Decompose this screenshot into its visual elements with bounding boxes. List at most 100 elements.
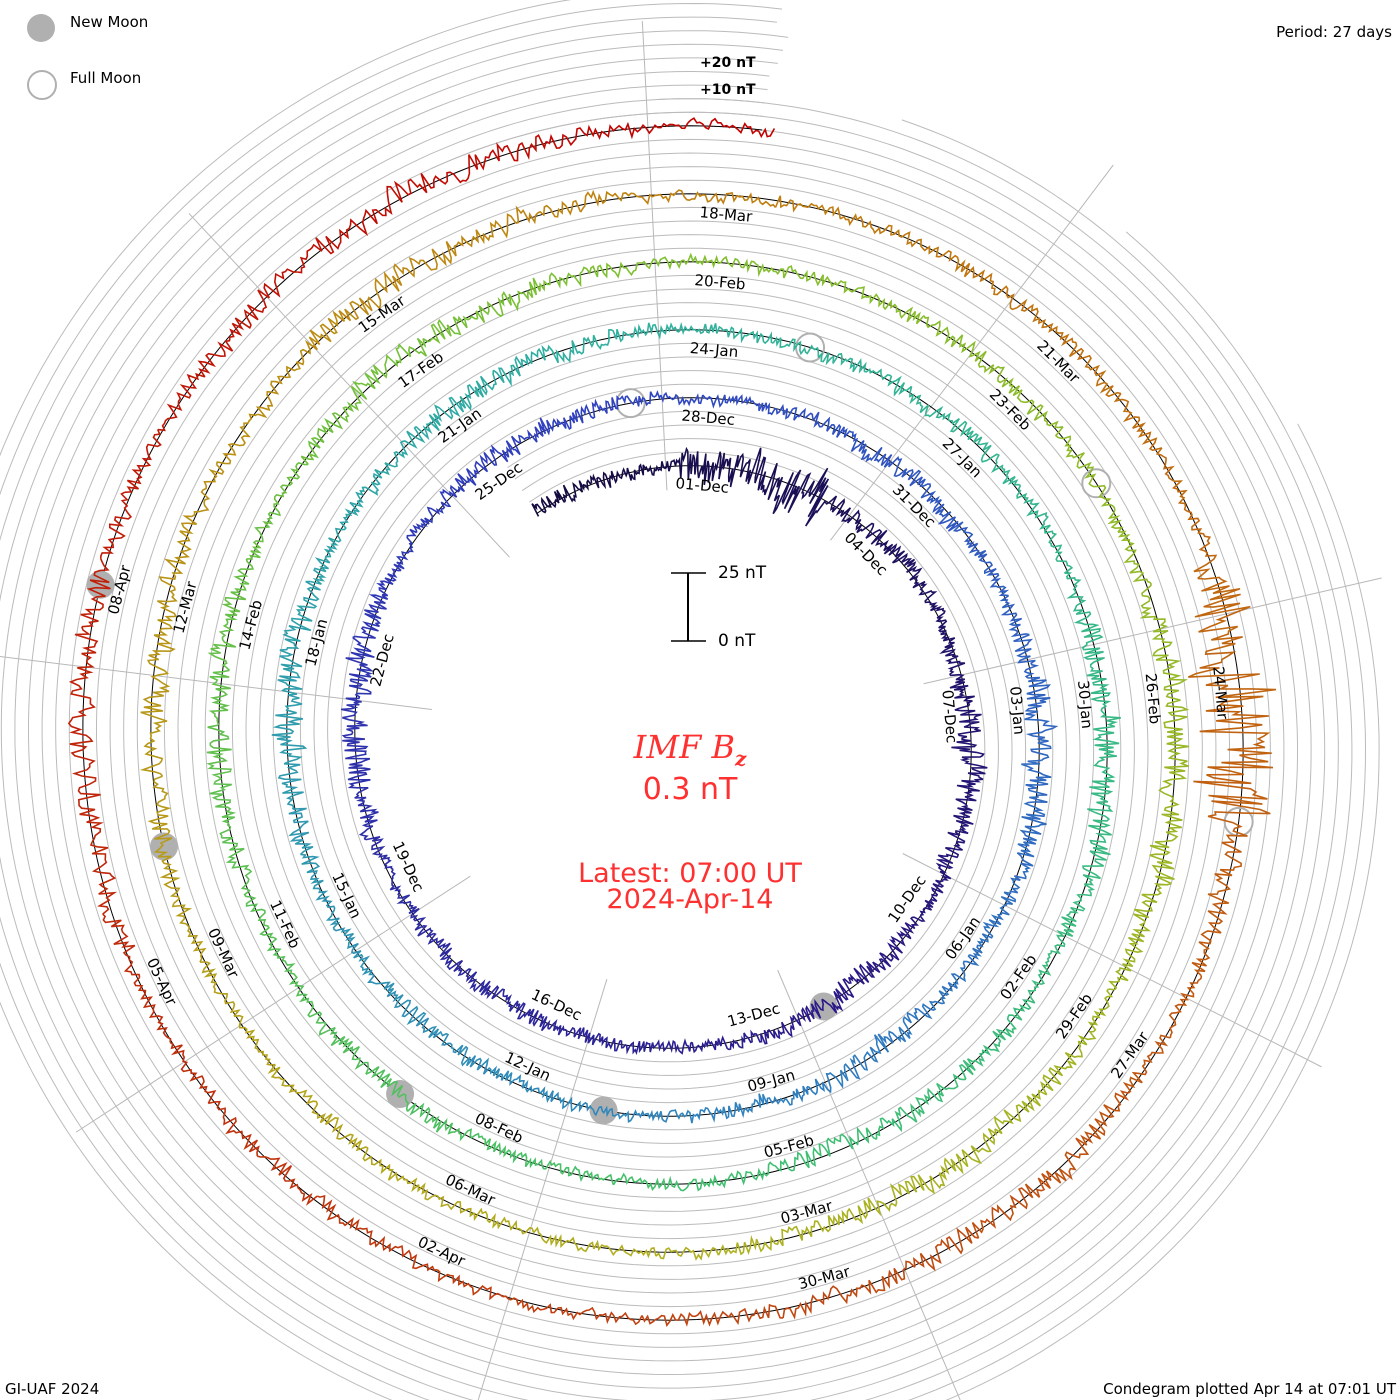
bz-trace-segment	[1043, 524, 1074, 574]
period-label: Period: 27 days	[1276, 23, 1392, 41]
chart-title-main: IMF B	[633, 728, 735, 766]
bz-trace-segment	[439, 468, 477, 508]
bz-trace-segment	[408, 902, 435, 938]
scale-bar	[671, 572, 706, 642]
bz-trace-segment	[275, 673, 304, 720]
bz-trace-segment	[368, 568, 402, 605]
bz-trace-segment	[913, 1226, 979, 1272]
bz-trace-segment	[345, 636, 375, 682]
date-label: 02-Feb	[996, 951, 1040, 1003]
bz-trace-segment	[255, 361, 301, 419]
spiral-gridline	[0, 2, 1367, 1400]
bz-trace-segment	[579, 189, 646, 213]
bz-trace-segment	[412, 501, 449, 533]
footer-plot-time: Condegram plotted Apr 14 at 07:01 UT	[1103, 1380, 1396, 1398]
bz-trace-segment	[363, 836, 394, 871]
bz-trace-segment	[295, 985, 336, 1036]
bz-trace-segment	[1050, 906, 1079, 955]
bz-trace-segment	[340, 678, 372, 721]
bz-trace-segment	[1193, 773, 1271, 843]
new-moon-marker	[589, 1096, 618, 1125]
bz-trace-segment	[407, 154, 479, 194]
bz-trace-segment	[825, 416, 865, 452]
zero-baseline-curve	[82, 125, 1244, 1321]
bz-trace-segment	[1086, 666, 1112, 716]
bz-trace-segment	[560, 1165, 615, 1186]
bz-trace-segment	[384, 426, 426, 468]
bz-trace-segment	[473, 444, 510, 478]
bz-trace-segment	[580, 395, 620, 424]
outer-scale-label: +10 nT	[700, 82, 756, 98]
bz-trace-segment	[171, 903, 207, 963]
bz-trace-segment	[1117, 530, 1152, 584]
date-label: 22-Dec	[367, 632, 398, 688]
bz-trace-segment	[297, 224, 352, 274]
date-label: 13-Dec	[726, 999, 782, 1030]
bz-trace-segment	[492, 350, 539, 387]
bz-trace-segment	[315, 895, 352, 936]
new-moon-legend-icon	[27, 14, 55, 42]
bz-trace-segment	[502, 1295, 572, 1317]
bz-trace-segment	[271, 718, 308, 765]
bz-trace-segment	[532, 1226, 595, 1253]
bz-trace-segment	[343, 932, 373, 976]
date-label: 15-Mar	[355, 291, 409, 337]
bz-trace-segment	[182, 464, 225, 525]
bz-trace-segment	[821, 977, 855, 1014]
bz-trace-segment	[943, 1127, 998, 1175]
bz-trace-segment	[347, 757, 371, 799]
bz-trace-segment	[697, 254, 757, 274]
bz-trace-segment	[874, 1011, 913, 1053]
bz-trace-segment	[243, 268, 298, 326]
bz-trace-segment	[1149, 820, 1183, 885]
outer-scale-label: +20 nT	[700, 55, 756, 71]
bz-trace-segment	[158, 522, 194, 588]
bz-trace-segment	[702, 394, 745, 409]
bz-trace-segment	[905, 231, 966, 273]
bz-trace-segment	[878, 931, 906, 968]
bz-trace-segment	[1016, 485, 1051, 530]
bz-trace-segment	[911, 985, 950, 1022]
bz-trace-segment	[583, 328, 633, 351]
bz-trace-segment	[1207, 841, 1242, 910]
bz-trace-segment	[1024, 676, 1051, 721]
bz-trace-segment	[208, 1100, 260, 1157]
chart-title-subscript: z	[734, 746, 747, 771]
bz-trace-segment	[1077, 988, 1114, 1046]
spiral-gridline	[41, 84, 1285, 1362]
bz-trace-segment	[955, 778, 984, 814]
bz-trace-segment	[813, 271, 868, 300]
bz-trace-segment	[288, 807, 314, 855]
bz-trace-segment	[893, 465, 932, 499]
date-label: 24-Jan	[689, 339, 739, 361]
bz-trace-segment	[589, 470, 624, 490]
bz-trace-segment	[338, 271, 403, 322]
bz-trace-segment	[570, 1306, 643, 1326]
bz-trace-segment	[804, 477, 845, 527]
bz-trace-segment	[899, 908, 926, 940]
bz-trace-segment	[124, 429, 162, 493]
bz-trace-segment	[753, 447, 784, 502]
bz-trace-segment	[509, 1149, 562, 1173]
bz-trace-segment	[667, 1174, 723, 1192]
spiral-gridline	[0, 43, 1326, 1400]
bz-trace-segment	[806, 1065, 849, 1096]
bz-trace-segment	[615, 121, 689, 140]
bz-trace-segment	[140, 650, 171, 714]
bz-trace-segment	[641, 1310, 713, 1327]
bz-trace-segment	[999, 594, 1030, 638]
bz-trace-segment	[971, 1183, 1034, 1239]
bz-trace-segment	[612, 1172, 669, 1191]
bz-trace-segment	[636, 1109, 682, 1123]
bz-trace-segment	[655, 446, 689, 479]
bz-trace-segment	[755, 263, 815, 282]
bz-trace-segment	[772, 1143, 822, 1172]
bz-trace-segment	[1040, 1040, 1083, 1096]
latest-time: Latest: 07:00 UT	[578, 858, 802, 889]
bz-trace-segment	[515, 199, 582, 225]
bz-trace-segment	[279, 625, 311, 675]
bz-trace-segment	[246, 511, 281, 560]
bz-trace-segment	[849, 1260, 916, 1298]
chart-title: IMF Bz	[540, 728, 840, 770]
